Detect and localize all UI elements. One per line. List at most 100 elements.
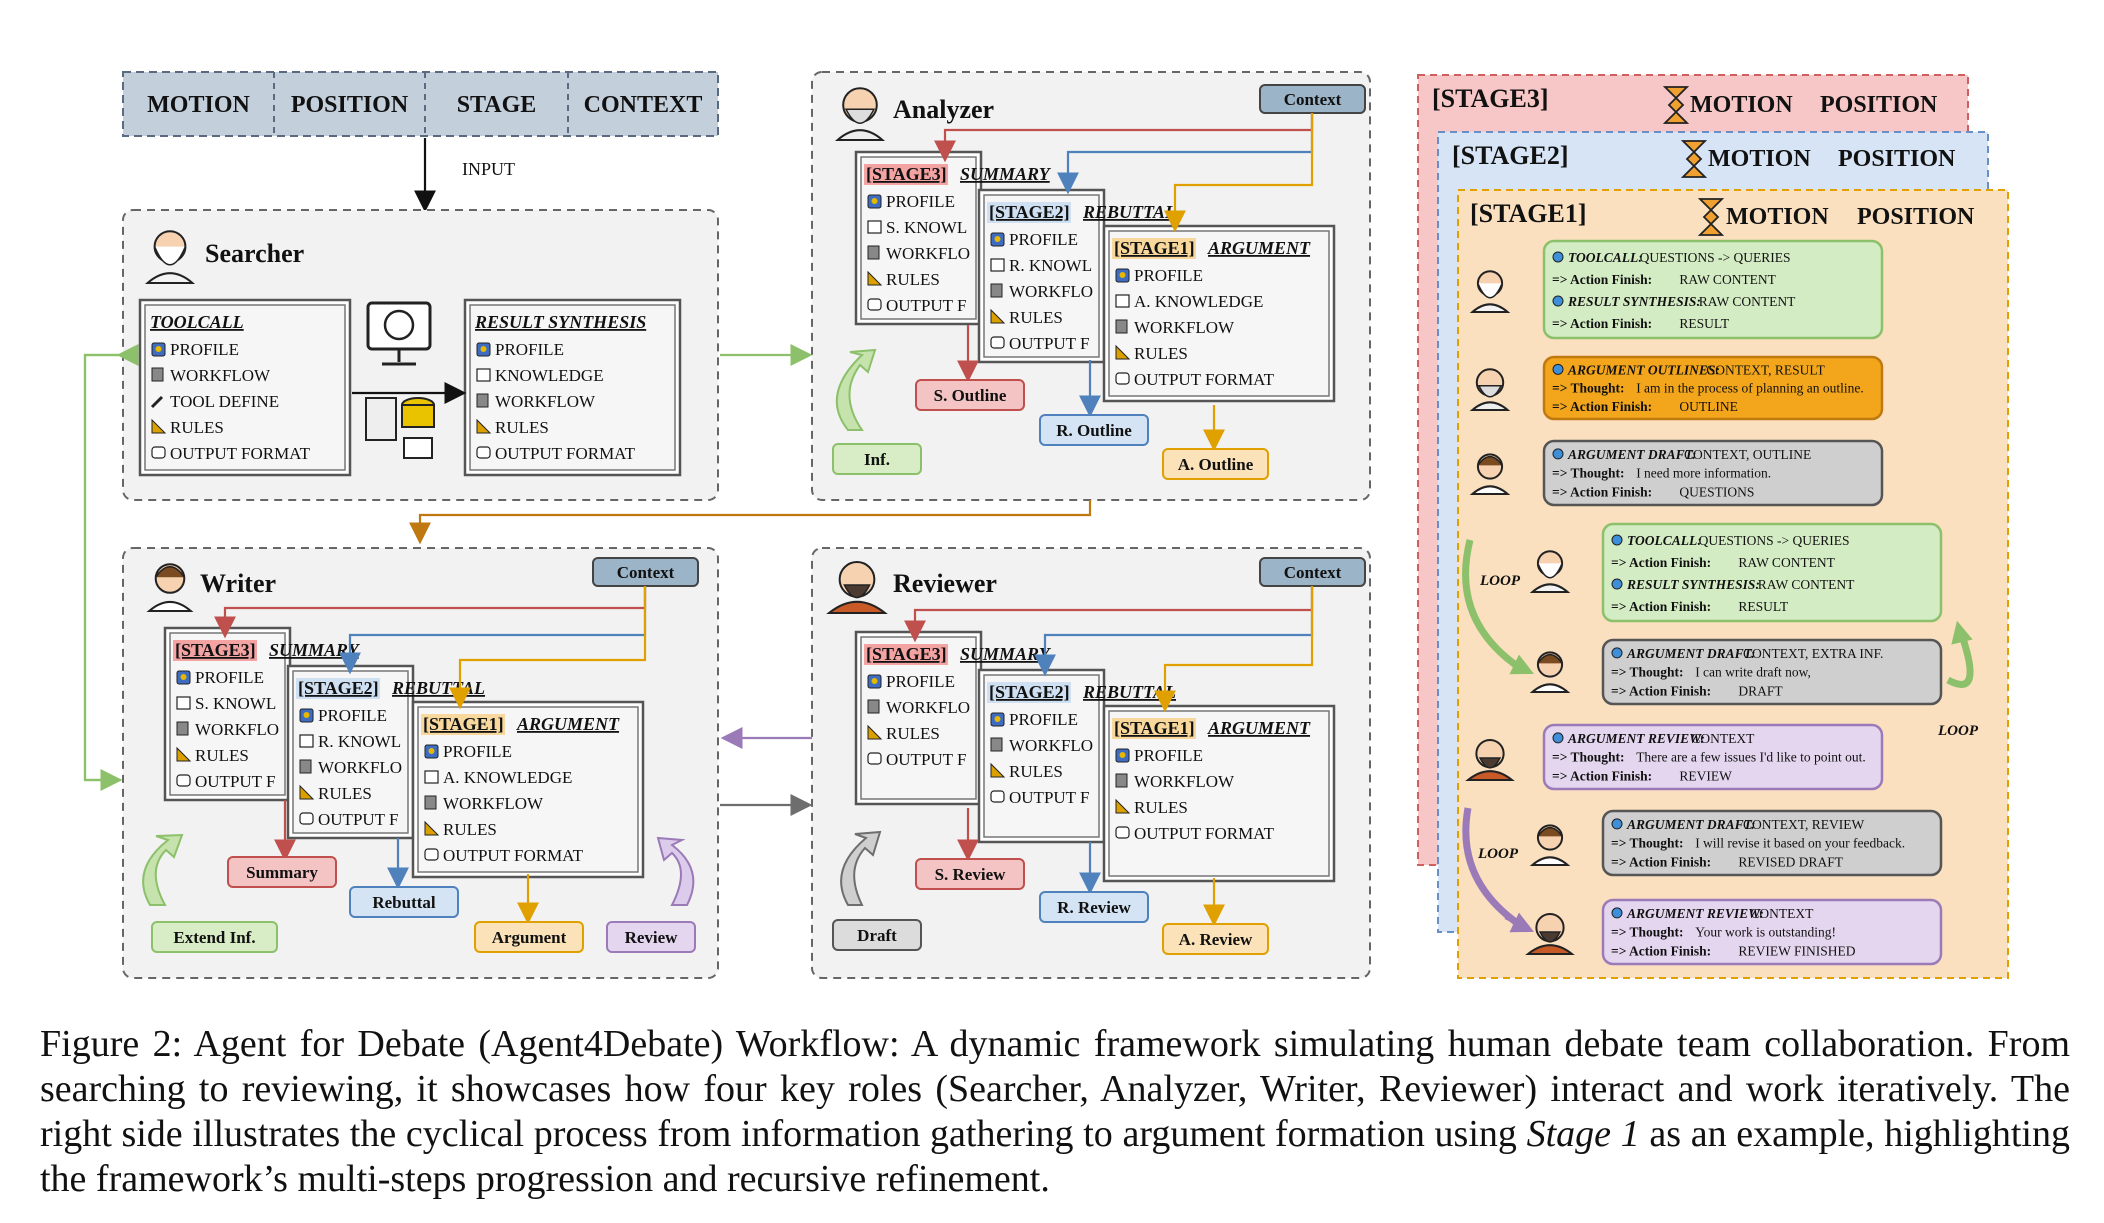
analyzer-card-argument-item-icon: [1115, 268, 1130, 283]
searcher-synthesis-card-item-icon: [476, 446, 491, 459]
reviewer-context-tag-label: Context: [1284, 563, 1342, 582]
writer-card-rebuttal-item-icon: [299, 759, 312, 774]
reviewer-card-rebuttal-item-icon: [990, 762, 1006, 778]
chat-icon: [867, 752, 882, 765]
writer-card-rebuttal-stage-highlight: [296, 678, 380, 699]
message-value: RAW CONTENT: [1758, 577, 1855, 592]
reviewer-card-summary-item: WORKFLO: [886, 698, 970, 717]
workflow-icon: [176, 721, 189, 736]
analyzer-card-rebuttal-item-icon: [990, 232, 1005, 247]
beard: [1477, 283, 1503, 299]
loop-label-2: LOOP: [1937, 723, 1979, 739]
writer-output-summary: [227, 856, 337, 888]
analyzer-card-argument-item: WORKFLOW: [1134, 318, 1235, 337]
message-avatar-3: [1469, 453, 1511, 495]
beard: [1537, 563, 1563, 579]
profile-icon-head: [1119, 752, 1126, 758]
message-key: ARGUMENT REVIEW:: [1626, 906, 1764, 921]
robe: [1469, 303, 1511, 313]
reviewer-card-rebuttal-title: [STAGE2]: [989, 682, 1070, 702]
reviewer-card-rebuttal-stage-highlight: [987, 682, 1071, 703]
reviewer-output-r-review: [1039, 891, 1149, 923]
beard: [844, 108, 876, 124]
message-key: => Action Finish:: [1611, 684, 1711, 699]
profile-icon-head: [1119, 272, 1126, 278]
book-icon: [299, 734, 314, 748]
writer-card-rebuttal-title: [STAGE2]: [298, 678, 379, 698]
analyzer-card-summary-item: WORKFLO: [886, 244, 970, 263]
analyzer-output-a-outline-label: A. Outline: [1178, 455, 1254, 474]
reviewer-card-argument-item-icon: [1115, 773, 1128, 788]
profile-icon-head: [180, 674, 187, 680]
profile-icon-head: [428, 748, 435, 754]
message-value: I will revise it based on your feedback.: [1695, 836, 1905, 851]
message-key: ARGUMENT OUTLINES:: [1567, 362, 1720, 377]
analyzer-card-summary-item-icon: [867, 298, 882, 311]
analyzer-context-to-argument: [1164, 113, 1314, 233]
server-icon: [365, 397, 397, 441]
analyzer-card-argument-item: RULES: [1134, 344, 1188, 363]
caption-text-part1: Figure 2: Agent for Debate (Agent4Debate…: [40, 1023, 2070, 1155]
writer-output-argument-label: Argument: [492, 928, 567, 947]
analyzer-feedback-inf-label: Inf.: [864, 450, 890, 469]
message-key: => Action Finish:: [1552, 769, 1652, 784]
stage2-label: [STAGE2]: [1452, 141, 1569, 170]
ruler-icon: [176, 746, 192, 762]
profile-icon-head: [994, 716, 1001, 722]
hourglass-icon: [1662, 86, 1690, 124]
reviewer-card-rebuttal-title: REBUTTAL: [1082, 682, 1176, 702]
writer-feedback-extend-inf-label: Extend Inf.: [173, 928, 255, 947]
loop-arrow-left-1: [1462, 539, 1522, 671]
profile-icon-head: [994, 236, 1001, 242]
writer-card-rebuttal-item-icon: [299, 784, 315, 800]
book-icon: [990, 258, 1005, 272]
device-icon: [403, 437, 433, 459]
stage1-position: POSITION: [1857, 204, 1975, 230]
analyzer-card-rebuttal-title: [STAGE2]: [989, 202, 1070, 222]
stage1-motion: MOTION: [1726, 204, 1829, 230]
message-key: => Action Finish:: [1552, 316, 1652, 331]
message-value: RESULT: [1679, 316, 1730, 331]
analyzer-card-argument-item: OUTPUT FORMAT: [1134, 370, 1275, 389]
tool-icon: [1552, 448, 1564, 460]
robe: [1469, 401, 1511, 411]
analyzer-output-r-outline: [1039, 414, 1149, 446]
analyzer-card-argument-title: [STAGE1]: [1114, 238, 1195, 258]
writer-card-rebuttal-item: PROFILE: [318, 706, 387, 725]
message-key: => Thought:: [1611, 665, 1684, 680]
writer-context-to-argument: [449, 586, 647, 710]
message-box-4: [1601, 522, 1943, 623]
writer-card-summary-title: SUMMARY: [269, 640, 361, 660]
message-value: Your work is outstanding!: [1695, 925, 1836, 940]
profile-icon-head: [155, 346, 162, 352]
message-box-3: [1542, 439, 1884, 507]
message-key: ARGUMENT DRAFT:: [1626, 646, 1755, 661]
reviewer-card-argument-item: RULES: [1134, 798, 1188, 817]
reviewer-card-summary-item: PROFILE: [886, 672, 955, 691]
reviewer-avatar: [826, 561, 888, 614]
searcher-synthesis-card-item: KNOWLEDGE: [495, 366, 604, 385]
tool-icon: [1552, 251, 1564, 263]
reviewer-card-summary: [STAGE3]SUMMARYPROFILEWORKFLORULESOUTPUT…: [854, 630, 1052, 806]
chat-icon: [424, 848, 439, 861]
chat-icon: [867, 298, 882, 311]
searcher-toolcall-card-item-icon: [151, 418, 167, 434]
workflow-icon: [1115, 319, 1128, 334]
searcher-synthesis-card-item: PROFILE: [495, 340, 564, 359]
stage3-position: POSITION: [1820, 92, 1938, 118]
reviewer-context-to-argument: [1154, 586, 1314, 713]
writer-card-rebuttal-item: R. KNOWL: [318, 732, 401, 751]
ruler-icon: [867, 270, 883, 286]
input-cell-motion: MOTION: [147, 92, 250, 118]
workflow-icon: [299, 759, 312, 774]
reviewer-card-argument-stage-highlight: [1112, 718, 1196, 739]
analyzer-card-summary-title: [STAGE3]: [866, 164, 947, 184]
searcher-synthesis-card-item-icon: [476, 393, 489, 408]
chat-icon: [476, 446, 491, 459]
message-box-7: [1601, 809, 1943, 877]
reviewer-draft-curve: [840, 830, 882, 906]
searcher-avatar: [144, 230, 196, 284]
tool-icon: [1611, 907, 1623, 919]
reviewer-card-summary-item-icon: [867, 674, 882, 689]
writer-card-argument-item-icon: [424, 744, 439, 759]
